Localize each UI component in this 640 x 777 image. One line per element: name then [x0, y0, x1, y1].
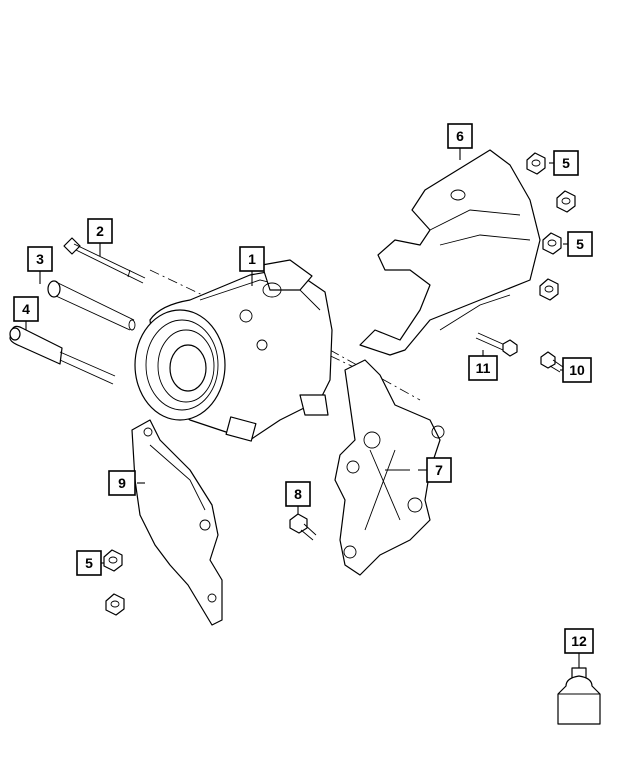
callout-3-label: 3 — [36, 251, 44, 267]
callout-10: 10 — [562, 357, 592, 383]
callout-5-middle: 5 — [567, 231, 593, 257]
part-7-mounting-bracket — [334, 359, 445, 576]
callout-5-label: 5 — [85, 555, 93, 571]
callout-6: 6 — [447, 123, 473, 149]
part-5-nut — [105, 593, 125, 616]
callout-6-label: 6 — [456, 128, 464, 144]
part-5-nut — [542, 232, 562, 255]
part-3-stud — [47, 280, 136, 331]
callout-12-label: 12 — [571, 633, 587, 649]
callout-2-label: 2 — [96, 223, 104, 239]
leader-lines — [25, 148, 580, 668]
callout-3: 3 — [27, 246, 53, 272]
part-5-nut — [103, 549, 123, 572]
callout-5-left: 5 — [76, 550, 102, 576]
callout-7-label: 7 — [435, 462, 443, 478]
callout-5-label: 5 — [576, 236, 584, 252]
callout-9-label: 9 — [118, 475, 126, 491]
callout-4-label: 4 — [22, 301, 30, 317]
assembly-axis-line — [149, 269, 421, 401]
callout-8: 8 — [285, 481, 311, 507]
part-6-heat-shield — [359, 149, 541, 356]
callout-5-top: 5 — [553, 150, 579, 176]
part-9-bracket-plate — [131, 419, 223, 626]
part-10-bolt — [540, 351, 564, 373]
part-12-oil-bottle — [557, 667, 601, 725]
part-11-bolt — [475, 332, 518, 357]
callout-10-label: 10 — [569, 362, 585, 378]
callout-1-label: 1 — [248, 251, 256, 267]
callout-12: 12 — [564, 628, 594, 654]
callout-9: 9 — [108, 470, 136, 496]
part-4-spacer — [9, 325, 116, 385]
callout-5-label: 5 — [562, 155, 570, 171]
callout-11: 11 — [468, 355, 498, 381]
part-8-flange-bolt — [289, 513, 317, 541]
callout-2: 2 — [87, 218, 113, 244]
callout-1: 1 — [239, 246, 265, 272]
callout-7: 7 — [426, 457, 452, 483]
part-1-compressor — [134, 259, 333, 442]
callout-11-label: 11 — [476, 360, 491, 376]
part-5-nut — [556, 190, 576, 213]
callout-8-label: 8 — [294, 486, 302, 502]
part-5-nut — [539, 278, 559, 301]
part-2-bolt — [63, 237, 146, 284]
part-5-nut — [526, 152, 546, 175]
callout-4: 4 — [13, 296, 39, 322]
